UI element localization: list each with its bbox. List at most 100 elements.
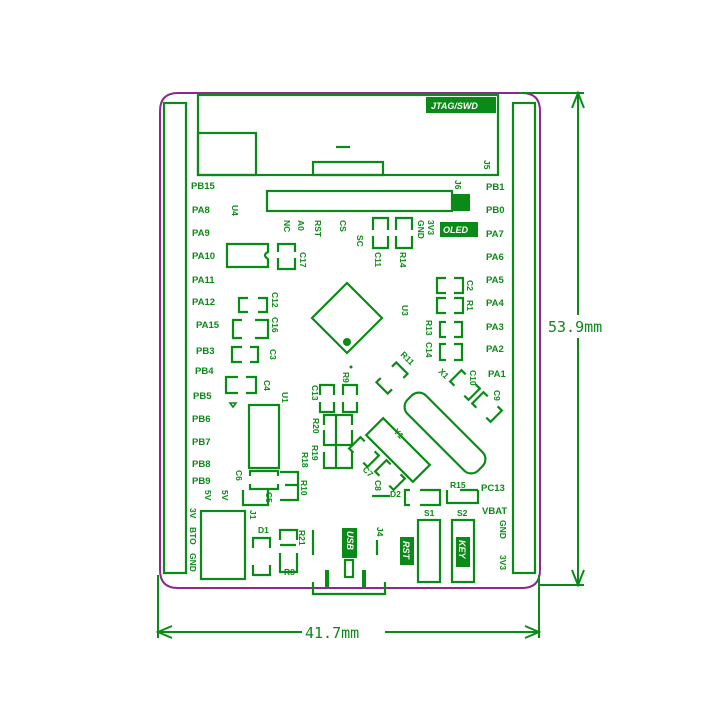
oled-pin-3v3: 3V3 xyxy=(426,220,436,235)
oled-pin-labels: NC A0 RST CS SC GND 3V3 xyxy=(282,220,436,247)
pin-vbat: VBAT xyxy=(482,506,507,517)
pin-pb6: PB6 xyxy=(192,414,210,425)
pin-pb4: PB4 xyxy=(195,366,214,377)
oled-pin-nc: NC xyxy=(282,220,292,232)
pin-pa1: PA1 xyxy=(488,369,506,380)
left-bottom-header-labels: 3V BTO GND xyxy=(188,508,198,572)
r11-label: R11 xyxy=(399,349,417,367)
pin-gnd-left: GND xyxy=(188,553,198,572)
c5-label: C5 xyxy=(264,492,274,503)
pin-gnd-right: GND xyxy=(498,520,508,539)
j6-label: J6 xyxy=(453,180,463,190)
pin-3v-left: 3V xyxy=(188,508,198,519)
component-big-box xyxy=(199,509,247,581)
u3-label: U3 xyxy=(400,305,410,316)
pin-pb15: PB15 xyxy=(191,181,215,192)
c17-label: C17 xyxy=(298,252,308,268)
mcu-qfn-diamond xyxy=(310,281,384,369)
component-c14: C14 xyxy=(424,342,464,362)
component-j1-area: J1 xyxy=(241,490,270,520)
board-outline xyxy=(159,92,541,589)
c2-label: C2 xyxy=(465,280,475,291)
x1-label: X1 xyxy=(437,366,452,381)
width-dimension-label: 41.7mm xyxy=(305,624,359,642)
r18-label: R18 xyxy=(300,452,310,468)
5v-label-a: 5V xyxy=(203,490,213,501)
r15-label: R15 xyxy=(450,480,466,490)
pin-pb8: PB8 xyxy=(192,459,210,470)
r13-label: R13 xyxy=(424,320,434,336)
d2-label: D2 xyxy=(390,489,401,499)
component-c12: C12 xyxy=(237,292,280,314)
left-pin-labels: PB15 PA8 PA9 PA10 PA11 PA12 PA15 PB3 PB4… xyxy=(191,181,220,487)
key-button-s2: S2 KEY xyxy=(450,508,476,584)
component-r1: R1 xyxy=(435,296,475,315)
pin-pa3: PA3 xyxy=(486,322,504,333)
height-dimension: 53.9mm xyxy=(520,90,602,588)
component-c7 xyxy=(347,435,381,469)
oled-header-j6: J6 OLED xyxy=(265,180,478,237)
oled-label: OLED xyxy=(443,225,469,235)
height-dimension-label: 53.9mm xyxy=(548,318,602,336)
oled-pin-cs: CS xyxy=(338,220,348,232)
oled-pin-sc: SC xyxy=(355,235,365,247)
c8-label: C8 xyxy=(373,480,383,491)
component-d1: D1 xyxy=(251,525,272,577)
pin-pa6: PA6 xyxy=(486,252,504,263)
component-r13: R13 xyxy=(424,320,464,339)
pin-pa4: PA4 xyxy=(486,298,504,309)
r8-label: R8 xyxy=(284,567,295,577)
c9-label: C9 xyxy=(492,390,502,401)
component-c10 xyxy=(448,368,482,402)
pin-pb5: PB5 xyxy=(193,391,212,402)
u1-label: U1 xyxy=(280,392,290,403)
pin-pb1: PB1 xyxy=(486,182,505,193)
r10-label: R10 xyxy=(299,480,309,496)
c13-label: C13 xyxy=(310,385,320,401)
d1-label: D1 xyxy=(258,525,269,535)
c12-label: C12 xyxy=(270,292,280,308)
component-c8 xyxy=(373,458,407,492)
j1-label: J1 xyxy=(248,510,258,520)
usb-label: USB xyxy=(345,531,355,551)
crystal-x1 xyxy=(403,391,487,475)
component-u4-footprint xyxy=(225,242,270,269)
j5-label: J5 xyxy=(482,160,492,170)
c4-label: C4 xyxy=(262,380,272,391)
pin-pa10: PA10 xyxy=(192,251,215,262)
pin-pc13: PC13 xyxy=(481,483,505,494)
c3-label: C3 xyxy=(268,349,278,360)
left-header xyxy=(162,101,188,575)
pin-pa12: PA12 xyxy=(192,297,215,308)
r21-label: R21 xyxy=(297,530,307,546)
right-header xyxy=(511,101,537,575)
r19-label: R19 xyxy=(310,445,320,461)
rst-label: RST xyxy=(401,541,411,561)
component-c6: C6 xyxy=(234,469,280,491)
oled-pin-gnd: GND xyxy=(416,220,426,239)
jtag-label: JTAG/SWD xyxy=(431,101,478,111)
component-r11 xyxy=(374,360,410,396)
component-c13: C13 xyxy=(310,383,336,414)
key-label: KEY xyxy=(457,540,467,560)
component-d2: D2 xyxy=(372,488,442,507)
component-r8: R8 xyxy=(278,553,299,577)
component-r21: R21 xyxy=(278,528,307,547)
pin-pa2: PA2 xyxy=(486,344,504,355)
usb-connector: USB J4 xyxy=(311,527,387,596)
c16-label: C16 xyxy=(270,317,280,333)
pin-pa15: PA15 xyxy=(196,320,220,331)
right-pin-labels: PB1 PB0 PA7 PA6 PA5 PA4 PA3 PA2 PA1 PC13… xyxy=(481,182,508,570)
c6-label: C6 xyxy=(234,470,244,481)
pin-pa5: PA5 xyxy=(486,275,504,286)
component-c11: C11 xyxy=(371,216,390,267)
component-r14: R14 xyxy=(394,216,414,268)
component-r9: R9 xyxy=(341,372,359,414)
component-r15: R15 xyxy=(445,480,480,505)
r14-label: R14 xyxy=(398,252,408,268)
c7-label: C7 xyxy=(361,464,376,479)
oled-pin-rst: RST xyxy=(313,220,323,238)
component-u1: U1 xyxy=(247,392,290,470)
jtag-connector-j5: JTAG/SWD J5 xyxy=(196,93,500,177)
pin-pb7: PB7 xyxy=(192,437,210,448)
